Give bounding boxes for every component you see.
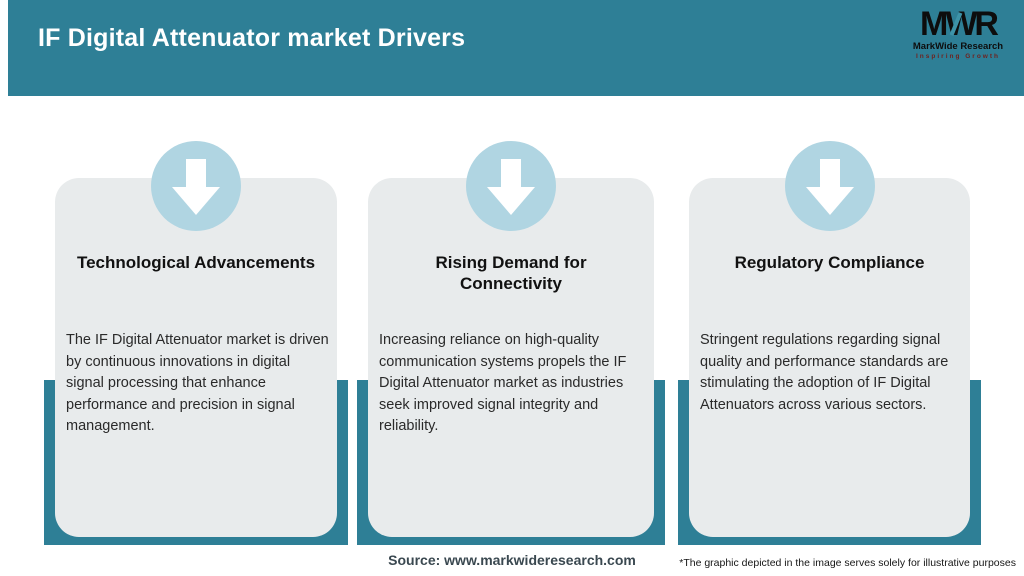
- arrow-down-icon: [466, 141, 556, 231]
- logo-company-name: MarkWide Research: [912, 41, 1004, 52]
- driver-card-regulatory-compliance: Regulatory Compliance Stringent regulati…: [678, 0, 981, 576]
- header-banner: IF Digital Attenuator market Drivers MWR…: [8, 0, 1024, 96]
- card-body-text: The IF Digital Attenuator market is driv…: [66, 332, 329, 434]
- logo-monogram: MWR: [920, 7, 999, 41]
- page-title: IF Digital Attenuator market Drivers: [38, 24, 466, 52]
- card-panel: Technological Advancements The IF Digita…: [55, 178, 337, 537]
- arrow-down-icon: [151, 141, 241, 231]
- driver-card-technological-advancements: Technological Advancements The IF Digita…: [44, 0, 348, 576]
- card-panel: Rising Demand for Connectivity Increasin…: [368, 178, 654, 537]
- arrow-down-icon: [784, 141, 875, 231]
- driver-card-rising-demand-for-connectivity: Rising Demand for Connectivity Increasin…: [357, 0, 665, 576]
- card-panel: Regulatory Compliance Stringent regulati…: [689, 178, 970, 537]
- card-title: Regulatory Compliance: [734, 253, 925, 272]
- logo-tagline: Inspiring Growth: [916, 53, 1000, 60]
- card-body-text: Stringent regulations regarding signal q…: [700, 332, 949, 413]
- card-body-text: Increasing reliance on high-quality comm…: [379, 332, 627, 434]
- markwide-research-logo: MWR MarkWide Research Inspiring Growth: [902, 7, 1014, 61]
- card-title: Technological Advancements: [76, 253, 316, 272]
- card-title: Rising Demand for Connectivity: [435, 253, 587, 293]
- source-attribution: Source: www.markwideresearch.com: [388, 552, 636, 568]
- disclaimer-note: *The graphic depicted in the image serve…: [679, 557, 1016, 569]
